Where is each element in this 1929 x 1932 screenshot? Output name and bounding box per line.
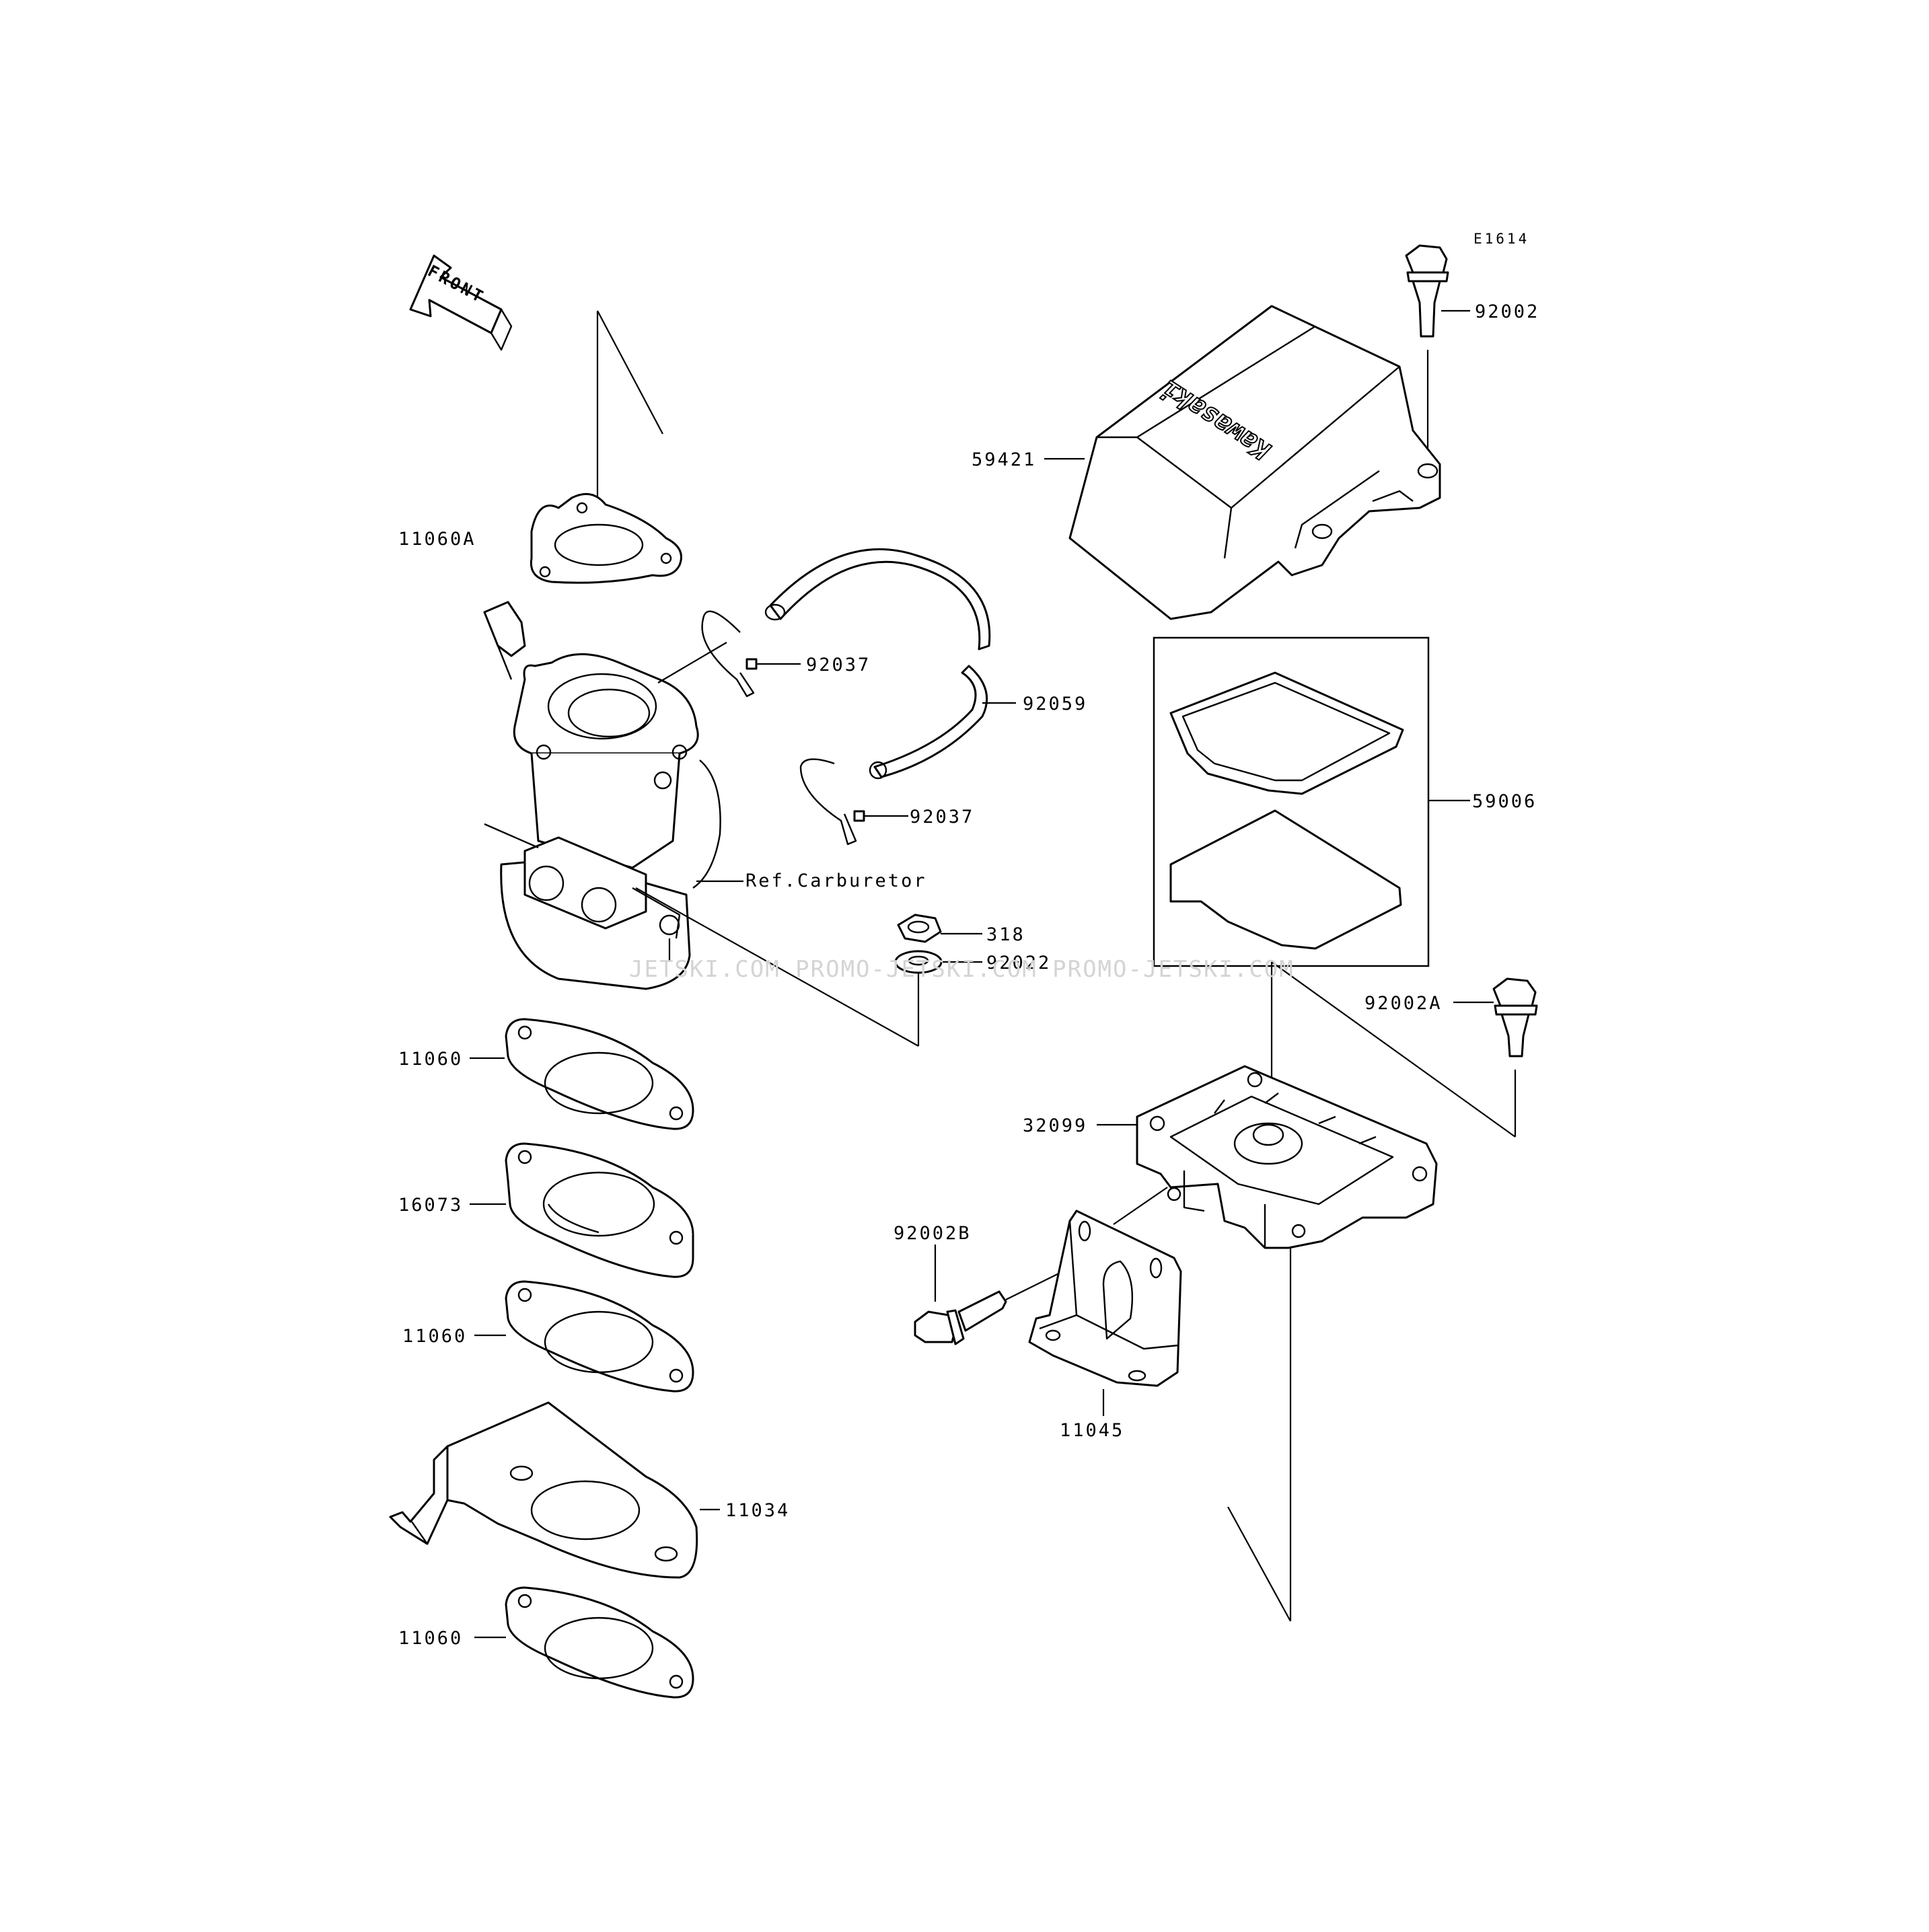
gasket-11060a [530,492,682,584]
clamp-92037-lower [799,758,908,846]
label-59421: 59421 [972,449,1036,470]
clamp-92037-upper [701,610,801,698]
label-59006: 59006 [1472,791,1537,812]
gasket-11060-1 [505,1018,694,1130]
label-11060-1: 11060 [398,1049,463,1070]
label-32099: 32099 [1023,1115,1087,1136]
label-92037-lower: 92037 [910,807,974,827]
label-11045: 11045 [1060,1420,1124,1441]
nut-318-icon [897,914,982,943]
label-92002: 92002 [1475,301,1539,322]
cover-59421: Kawasaki [1068,305,1441,620]
base-32099 [1136,1065,1438,1249]
bracket-11034 [389,1401,698,1579]
label-11060-3: 11060 [398,1628,463,1649]
label-92059: 92059 [1023,694,1087,714]
label-92037-upper: 92037 [806,655,871,675]
label-318: 318 [986,924,1025,945]
label-16073: 16073 [398,1195,463,1216]
washer-92022-icon [894,950,982,1046]
watermark: JETSKI.COM PROMO-JETSKI.COM PROMO-JETSKI… [629,956,1295,983]
kit-59006 [1153,636,1470,967]
diagram-code: E1614 [1473,231,1529,247]
gasket-11060-2 [505,1280,694,1392]
label-ref-carburetor: Ref.Carburetor [745,870,927,891]
label-92002a: 92002A [1364,993,1443,1014]
bolt-92002-icon [1405,244,1470,464]
bolt-92002a-icon [1453,977,1538,1137]
spacer-16073 [505,1142,694,1278]
label-11060-2: 11060 [402,1326,467,1347]
front-arrow-icon: FRONT [409,254,513,351]
carburetor-icon [483,601,721,990]
label-11034: 11034 [725,1500,790,1521]
label-92002b: 92002B [894,1223,972,1244]
bolt-92002b-icon [914,1244,1077,1345]
label-11060a: 11060A [398,529,476,550]
bracket-11045 [1028,1210,1182,1416]
gasket-11060-3 [505,1586,694,1699]
label-92022: 92022 [986,953,1051,973]
hose-92059 [764,548,1016,780]
